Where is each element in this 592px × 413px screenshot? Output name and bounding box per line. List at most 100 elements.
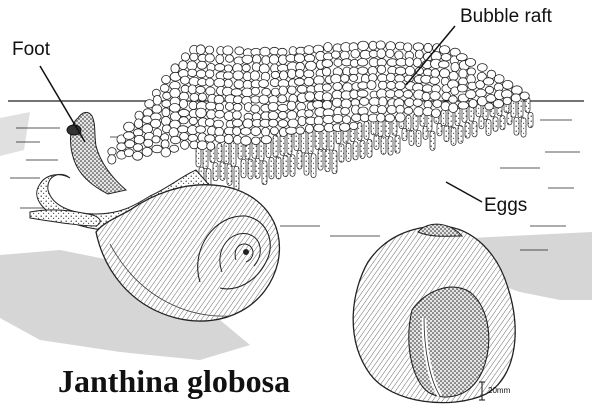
egg-capsule <box>346 143 351 162</box>
bubble <box>223 72 233 79</box>
egg-capsule <box>304 153 309 175</box>
bubble <box>341 108 350 115</box>
bubble <box>287 101 296 110</box>
bubble <box>306 61 317 70</box>
egg-capsule <box>528 112 533 127</box>
bubble <box>179 117 188 124</box>
bubble <box>241 128 251 136</box>
bubble <box>205 119 214 127</box>
label-foot: Foot <box>12 40 50 59</box>
egg-capsule <box>325 150 330 172</box>
bubble <box>123 132 134 140</box>
bubble <box>494 75 504 84</box>
scale-label: 20mm <box>488 387 510 395</box>
bubble <box>313 101 323 109</box>
bubble <box>358 67 368 74</box>
bubble <box>161 140 169 149</box>
bubble <box>349 74 357 81</box>
bubble <box>170 145 179 152</box>
egg-capsule <box>364 121 369 139</box>
bubble <box>189 117 197 125</box>
bubble <box>198 93 206 101</box>
egg-capsule <box>280 134 285 155</box>
bubble <box>223 46 233 55</box>
bubble <box>162 75 171 83</box>
bubble <box>449 103 458 112</box>
bubble <box>377 113 385 122</box>
bubble <box>207 142 215 150</box>
bubble <box>233 136 241 145</box>
bubble <box>160 84 169 92</box>
egg-capsule <box>287 133 292 155</box>
egg-capsule <box>273 135 278 157</box>
bubble <box>233 111 242 119</box>
bubble <box>235 47 244 55</box>
bubble <box>133 151 143 160</box>
bubble <box>305 110 313 117</box>
egg-capsule <box>290 155 295 177</box>
bubble <box>395 75 405 83</box>
bubble <box>181 76 190 84</box>
bubble <box>342 116 350 124</box>
bubble <box>378 74 388 82</box>
bubble <box>339 123 350 131</box>
bubble <box>466 90 476 99</box>
bubble <box>180 133 189 141</box>
bubble <box>331 51 340 58</box>
bubble <box>404 107 413 114</box>
egg-capsule <box>220 162 225 181</box>
bubble <box>485 86 493 93</box>
bubble <box>457 84 467 92</box>
egg-capsule <box>276 157 281 179</box>
egg-capsule <box>402 128 407 140</box>
bubble <box>334 59 342 67</box>
bubble <box>214 78 225 87</box>
egg-capsule <box>248 159 253 179</box>
bubble <box>205 135 215 142</box>
bubble <box>422 85 432 93</box>
bubble <box>413 99 422 106</box>
egg-capsule <box>493 117 498 131</box>
egg-capsule <box>465 122 470 138</box>
bubble <box>379 97 387 107</box>
bubble <box>135 119 143 128</box>
bubble <box>511 94 520 102</box>
bubble <box>190 53 198 61</box>
bubble <box>350 122 358 130</box>
egg-capsule <box>262 161 267 185</box>
bubble <box>196 126 206 133</box>
bubble <box>205 46 213 54</box>
bubble <box>405 58 413 67</box>
bubble <box>171 136 181 144</box>
bubble <box>305 92 315 101</box>
bubble <box>296 69 304 77</box>
bubble <box>179 109 190 116</box>
bubble <box>288 86 297 94</box>
bubble <box>179 61 188 70</box>
bubble <box>262 127 270 136</box>
egg-capsule <box>217 143 222 162</box>
bubble <box>477 64 487 72</box>
bubble <box>405 66 414 75</box>
egg-capsule <box>476 105 481 117</box>
bubble <box>422 92 430 100</box>
bubble <box>296 127 304 134</box>
egg-capsule <box>500 116 505 130</box>
bubble <box>214 120 224 128</box>
bubble <box>271 88 279 96</box>
bubble <box>215 64 225 71</box>
bubble <box>251 105 260 113</box>
bubble <box>242 55 253 63</box>
bubble <box>451 62 459 71</box>
egg-capsule <box>224 142 229 164</box>
bubble <box>483 78 493 85</box>
bubble <box>278 95 287 103</box>
bubble <box>233 71 243 80</box>
bubble <box>449 96 458 103</box>
egg-capsule <box>416 130 421 146</box>
bubble <box>458 102 469 109</box>
bubble <box>304 46 314 55</box>
bubble <box>233 127 241 136</box>
bubble <box>169 104 180 113</box>
bubble <box>304 77 314 86</box>
